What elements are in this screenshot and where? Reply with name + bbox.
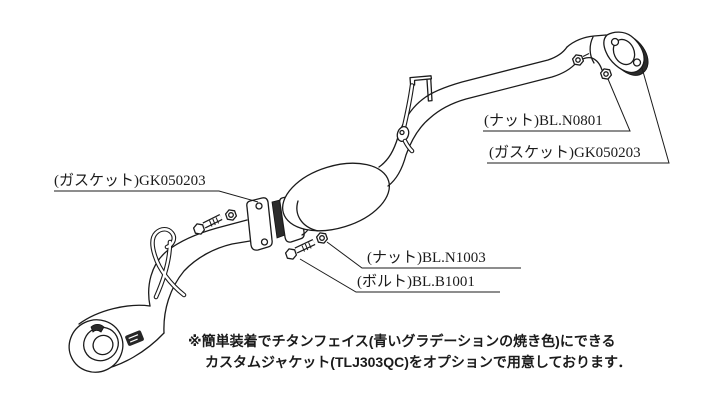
tip-rim-shadow (90, 323, 105, 333)
flange-nut-lower (315, 232, 329, 244)
bolt-head-hex (192, 223, 206, 235)
flange-bolt-lower (284, 239, 316, 260)
logo-badge (125, 330, 144, 346)
rear-flange-nut-1 (571, 53, 590, 66)
label-gasket-right: (ガスケット)GK050203 (489, 145, 641, 161)
label-gasket-left: (ガスケット)GK050203 (54, 173, 206, 189)
footnote-line-2: カスタムジャケット(TLJ303QC)をオプションで用意しております． (205, 354, 632, 370)
footnote-line-1: ※簡単装着でチタンフェイス(青いグラデーションの焼き色)にできる (188, 333, 616, 349)
rear-pipe-bottom-edge (387, 61, 578, 187)
front-pipe-top-edge (148, 219, 248, 307)
oval-body (281, 162, 391, 232)
option-footnote: ※簡単装着でチタンフェイス(青いグラデーションの焼き色)にできる カスタムジャケ… (188, 331, 631, 373)
front-pipe-bottom-edge (163, 240, 251, 334)
flange-hole (255, 202, 263, 210)
bolt-head-hex (284, 248, 298, 260)
label-nut-mid: (ナット)BL.N1003 (367, 250, 486, 266)
flange-hole (610, 37, 620, 47)
eyelet-hole (399, 129, 405, 136)
muffler-canister (68, 304, 165, 373)
hanger-bracket (396, 75, 433, 154)
flange-hole (260, 238, 269, 246)
rear-flange (603, 31, 649, 76)
elbow-top-edge (566, 34, 607, 48)
rear-flange-nut-2 (599, 68, 613, 80)
pipe-end-seam (589, 36, 595, 64)
leader-gasket-right (487, 67, 670, 164)
leader-nut-mid (326, 241, 521, 269)
label-bolt-mid: (ボルト)BL.B1001 (357, 274, 475, 290)
flange-nut-upper (224, 209, 238, 221)
muffler-tip-outer-rim (68, 319, 124, 373)
muffler-body-top (78, 304, 151, 325)
leader-lines (54, 67, 670, 293)
front-pipe (148, 219, 251, 334)
leader-nut-upper-right (483, 78, 631, 132)
hanger-hook (150, 226, 187, 300)
rear-pipe-top-edge (378, 46, 568, 168)
label-nut-upper-right: (ナット)BL.N0801 (484, 113, 603, 129)
mid-flange-left-plate (246, 197, 273, 251)
end-cap-seam (296, 200, 319, 232)
flange-hole (632, 58, 642, 67)
leader-gasket-left (54, 190, 259, 203)
muffler-tip-inner-tube (92, 334, 114, 356)
flange-bolt-upper (192, 214, 223, 235)
oval-silencer (281, 162, 391, 232)
leader-bolt-mid (299, 258, 500, 293)
